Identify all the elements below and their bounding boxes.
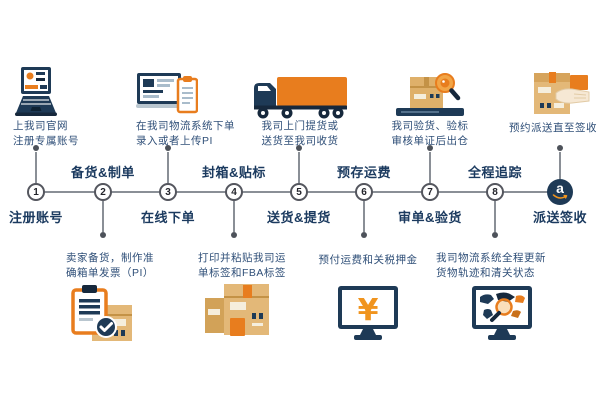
connector-line xyxy=(102,201,104,232)
top-desc-pickup: 我司上门提货或送货至我司收货 xyxy=(261,120,339,147)
connector-dot xyxy=(557,145,563,151)
step-label-pickup: 送货&提货 xyxy=(267,210,331,225)
connector-dot xyxy=(427,145,433,151)
step-label-order: 在线下单 xyxy=(140,210,195,225)
bottom-desc-prepare: 卖家备货，制作准确箱单发票（PI） xyxy=(66,252,154,279)
connector-line xyxy=(35,152,37,183)
step-label-inspect: 审单&验货 xyxy=(398,210,462,225)
timeline-node-2: 2 xyxy=(94,183,112,201)
monitor-payment-icon: ¥ xyxy=(338,286,398,342)
laptop-icon xyxy=(13,66,59,118)
bottom-desc-prepay: 预付运费和关税押金 xyxy=(318,254,418,266)
connector-dot xyxy=(296,145,302,151)
bottom-desc-tracking: 我司物流系统全程更新货物轨迹和清关状态 xyxy=(436,252,546,279)
top-desc-inspect: 我司验货、验标审核单证后出仓 xyxy=(391,120,469,147)
monitor-tracking-icon xyxy=(472,286,532,342)
phase-label-prepay: 预存运费 xyxy=(336,165,391,180)
timeline-node-8: 8 xyxy=(486,183,504,201)
connector-dot xyxy=(165,145,171,151)
connector-dot xyxy=(33,145,39,151)
connector-dot xyxy=(492,232,498,238)
connector-line xyxy=(233,201,235,232)
amazon-smile-icon xyxy=(552,193,568,199)
connector-line xyxy=(559,152,561,179)
timeline-node-7: 7 xyxy=(421,183,439,201)
connector-dot xyxy=(100,232,106,238)
phase-label-tracking: 全程追踪 xyxy=(467,165,522,180)
connector-dot xyxy=(231,232,237,238)
connector-line xyxy=(429,152,431,183)
phase-label-prepare: 备货&制单 xyxy=(71,165,135,180)
parcel-handover-icon xyxy=(530,72,590,116)
connector-line xyxy=(363,201,365,232)
timeline-node-1: 1 xyxy=(27,183,45,201)
amazon-logo: a xyxy=(547,179,573,205)
laptop-order-icon xyxy=(136,72,199,120)
timeline-node-4: 4 xyxy=(225,183,243,201)
bottom-desc-labels: 打印并粘贴我司运单标签和FBA标签 xyxy=(198,252,286,279)
timeline-node-5: 5 xyxy=(290,183,308,201)
timeline-node-6: 6 xyxy=(355,183,373,201)
top-desc-register: 上我司官网注册专属账号 xyxy=(13,120,79,147)
truck-icon xyxy=(251,74,349,120)
step-label-register: 注册账号 xyxy=(8,210,63,225)
connector-line xyxy=(494,201,496,232)
box-inspect-icon xyxy=(396,70,464,118)
top-desc-order: 在我司物流系统下单录入或者上传PI xyxy=(136,120,235,147)
labeled-boxes-icon xyxy=(204,283,270,341)
top-desc-delivery: 预约派送直至签收 xyxy=(509,122,597,134)
connector-line xyxy=(167,152,169,183)
connector-line xyxy=(298,152,300,183)
phase-label-seal: 封箱&贴标 xyxy=(202,165,266,180)
step-label-signoff: 派送签收 xyxy=(532,210,587,225)
svg-text:¥: ¥ xyxy=(358,293,379,328)
clipboard-check-box-icon xyxy=(68,283,136,347)
timeline-node-3: 3 xyxy=(159,183,177,201)
connector-dot xyxy=(361,232,367,238)
